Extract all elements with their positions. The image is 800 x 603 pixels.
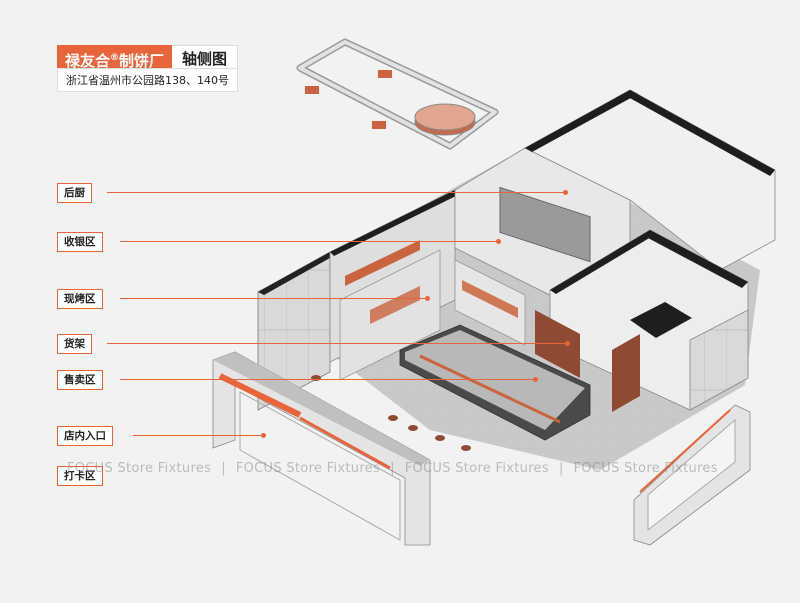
zone-label-entrance: 店内入口 bbox=[57, 426, 113, 446]
registered-mark: ® bbox=[110, 53, 120, 63]
back-kitchen bbox=[454, 89, 776, 301]
brand-suffix: 制饼厂 bbox=[119, 52, 165, 70]
leader-dot bbox=[425, 296, 430, 301]
conveyor-basket bbox=[378, 70, 392, 78]
watermark-text: FOCUS Store Fixtures bbox=[235, 461, 381, 476]
leader-dot bbox=[496, 239, 501, 244]
sales-counter bbox=[399, 324, 591, 441]
watermark-separator: | bbox=[390, 461, 395, 476]
leader-line bbox=[107, 343, 567, 344]
leader-dot bbox=[563, 190, 568, 195]
zone-label-cashier: 收银区 bbox=[57, 232, 103, 252]
right-rooms bbox=[549, 229, 749, 411]
zone-label-baking: 现烤区 bbox=[57, 289, 103, 309]
overhead-conveyor bbox=[296, 38, 499, 150]
address: 浙江省温州市公园路138、140号 bbox=[57, 68, 238, 92]
facade-right bbox=[633, 404, 751, 546]
conveyor-basket bbox=[372, 121, 386, 129]
zone-label-shelves: 货架 bbox=[57, 334, 92, 354]
watermark-text: FOCUS Store Fixtures bbox=[573, 461, 718, 476]
leader-dot bbox=[565, 341, 570, 346]
zone-label-kitchen: 后厨 bbox=[57, 183, 92, 203]
leader-dot bbox=[261, 433, 266, 438]
leader-line bbox=[120, 379, 535, 380]
leader-line bbox=[120, 298, 427, 299]
watermark-separator: | bbox=[558, 461, 564, 476]
leader-line bbox=[107, 192, 565, 193]
watermark-separator: | bbox=[221, 461, 226, 476]
brand-name: 禄友合 bbox=[65, 52, 111, 70]
zone-label-sales: 售卖区 bbox=[57, 370, 103, 390]
facade-left bbox=[212, 351, 431, 546]
leader-dot bbox=[533, 377, 538, 382]
leader-line bbox=[120, 241, 498, 242]
display-shelves bbox=[339, 240, 640, 412]
watermark-text: FOCUS Store Fixtures bbox=[67, 461, 212, 476]
watermark-text: FOCUS Store Fixtures bbox=[404, 461, 549, 476]
zone-label-photo-spot: 打卡区 bbox=[57, 466, 103, 486]
leader-line bbox=[133, 435, 263, 436]
watermark: FOCUS Store Fixtures | FOCUS Store Fixture… bbox=[67, 461, 718, 476]
conveyor-basket bbox=[305, 86, 319, 94]
